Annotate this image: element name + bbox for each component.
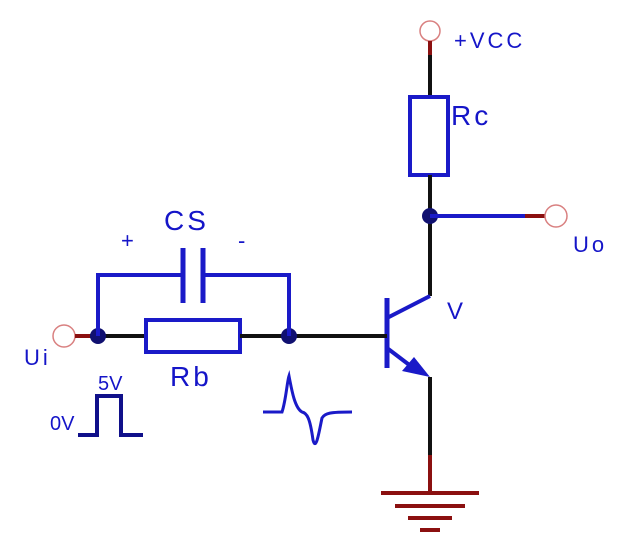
ui-terminal: [52, 324, 76, 348]
cap-branch-left: [96, 273, 183, 336]
transistor-collector: [386, 294, 431, 320]
vcc-label: +VCC: [454, 28, 525, 53]
emitter-arrow: [402, 357, 430, 377]
rb-resistor: [144, 318, 242, 354]
cs-label: CS: [164, 205, 209, 236]
ui-label: Ui: [24, 345, 51, 370]
vcc-terminal: [419, 20, 441, 42]
uo-terminal: [544, 204, 568, 228]
input-pulse-waveform: [78, 394, 143, 437]
base-spike-waveform: [263, 370, 353, 446]
rc-label: Rc: [451, 100, 491, 131]
low-level-label: 0V: [50, 413, 75, 435]
rb-label: Rb: [170, 361, 212, 392]
uo-label: Uo: [573, 232, 607, 257]
cap-branch-right: [203, 273, 291, 336]
transistor-label: V: [447, 298, 466, 325]
rc-resistor: [408, 95, 450, 177]
transistor-emitter: [385, 346, 414, 369]
plus-sign: +: [121, 228, 137, 253]
high-level-label: 5V: [98, 373, 123, 395]
minus-sign: -: [238, 228, 248, 253]
